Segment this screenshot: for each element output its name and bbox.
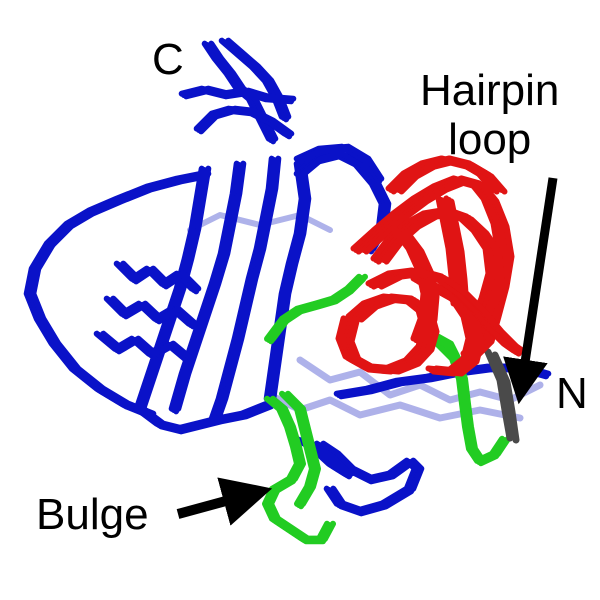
bulge-trace	[268, 395, 336, 542]
hairpin-loop-trace	[383, 210, 505, 327]
hairpin-loop-bundle	[335, 155, 530, 377]
backbone-trace	[108, 298, 197, 330]
n-terminus-label: N	[556, 369, 588, 418]
backbone-trace	[100, 330, 195, 362]
backbone-trace	[120, 260, 202, 292]
backbone-trace	[140, 400, 277, 432]
hairpin-loop-trace	[403, 228, 440, 345]
hairpin-loop-trace	[423, 278, 485, 377]
backbone-trace	[110, 295, 199, 327]
hairpin-arrow-icon	[503, 177, 558, 405]
hairpin-loop-trace	[348, 296, 440, 375]
hairpin-label-line-1: Hairpin	[420, 66, 560, 115]
backbone-trace	[300, 143, 385, 182]
bulge-label: Bulge	[36, 490, 149, 539]
bulge-arrow-icon	[176, 477, 273, 526]
backbone-trace	[270, 160, 312, 402]
backbone-trace	[208, 155, 275, 422]
backbone-trace	[320, 440, 425, 514]
backbone-trace	[118, 263, 200, 295]
hairpin-loop-trace	[378, 270, 530, 357]
bulge-trace	[285, 390, 321, 507]
backbone-trace	[98, 333, 193, 365]
backbone-trace	[185, 85, 297, 102]
blue-backbone-bundle	[23, 37, 552, 517]
hairpin-loop-trace	[398, 158, 508, 195]
backbone-trace	[30, 170, 212, 417]
hairpin-loop-label: Hairpin loop	[420, 66, 559, 165]
backbone-trace	[215, 155, 282, 422]
hairpin-loop-trace	[363, 178, 515, 360]
c-terminus-label: C	[152, 35, 184, 84]
hairpin-loop-trace	[448, 198, 470, 310]
bulge-trace	[270, 273, 368, 342]
backbone-trace	[200, 105, 295, 137]
backbone-trace	[223, 40, 290, 123]
bulge-trace	[430, 330, 464, 367]
backbone-trace	[175, 160, 247, 412]
hairpin-label-line-2: loop	[448, 115, 532, 165]
backbone-trace	[140, 165, 212, 412]
